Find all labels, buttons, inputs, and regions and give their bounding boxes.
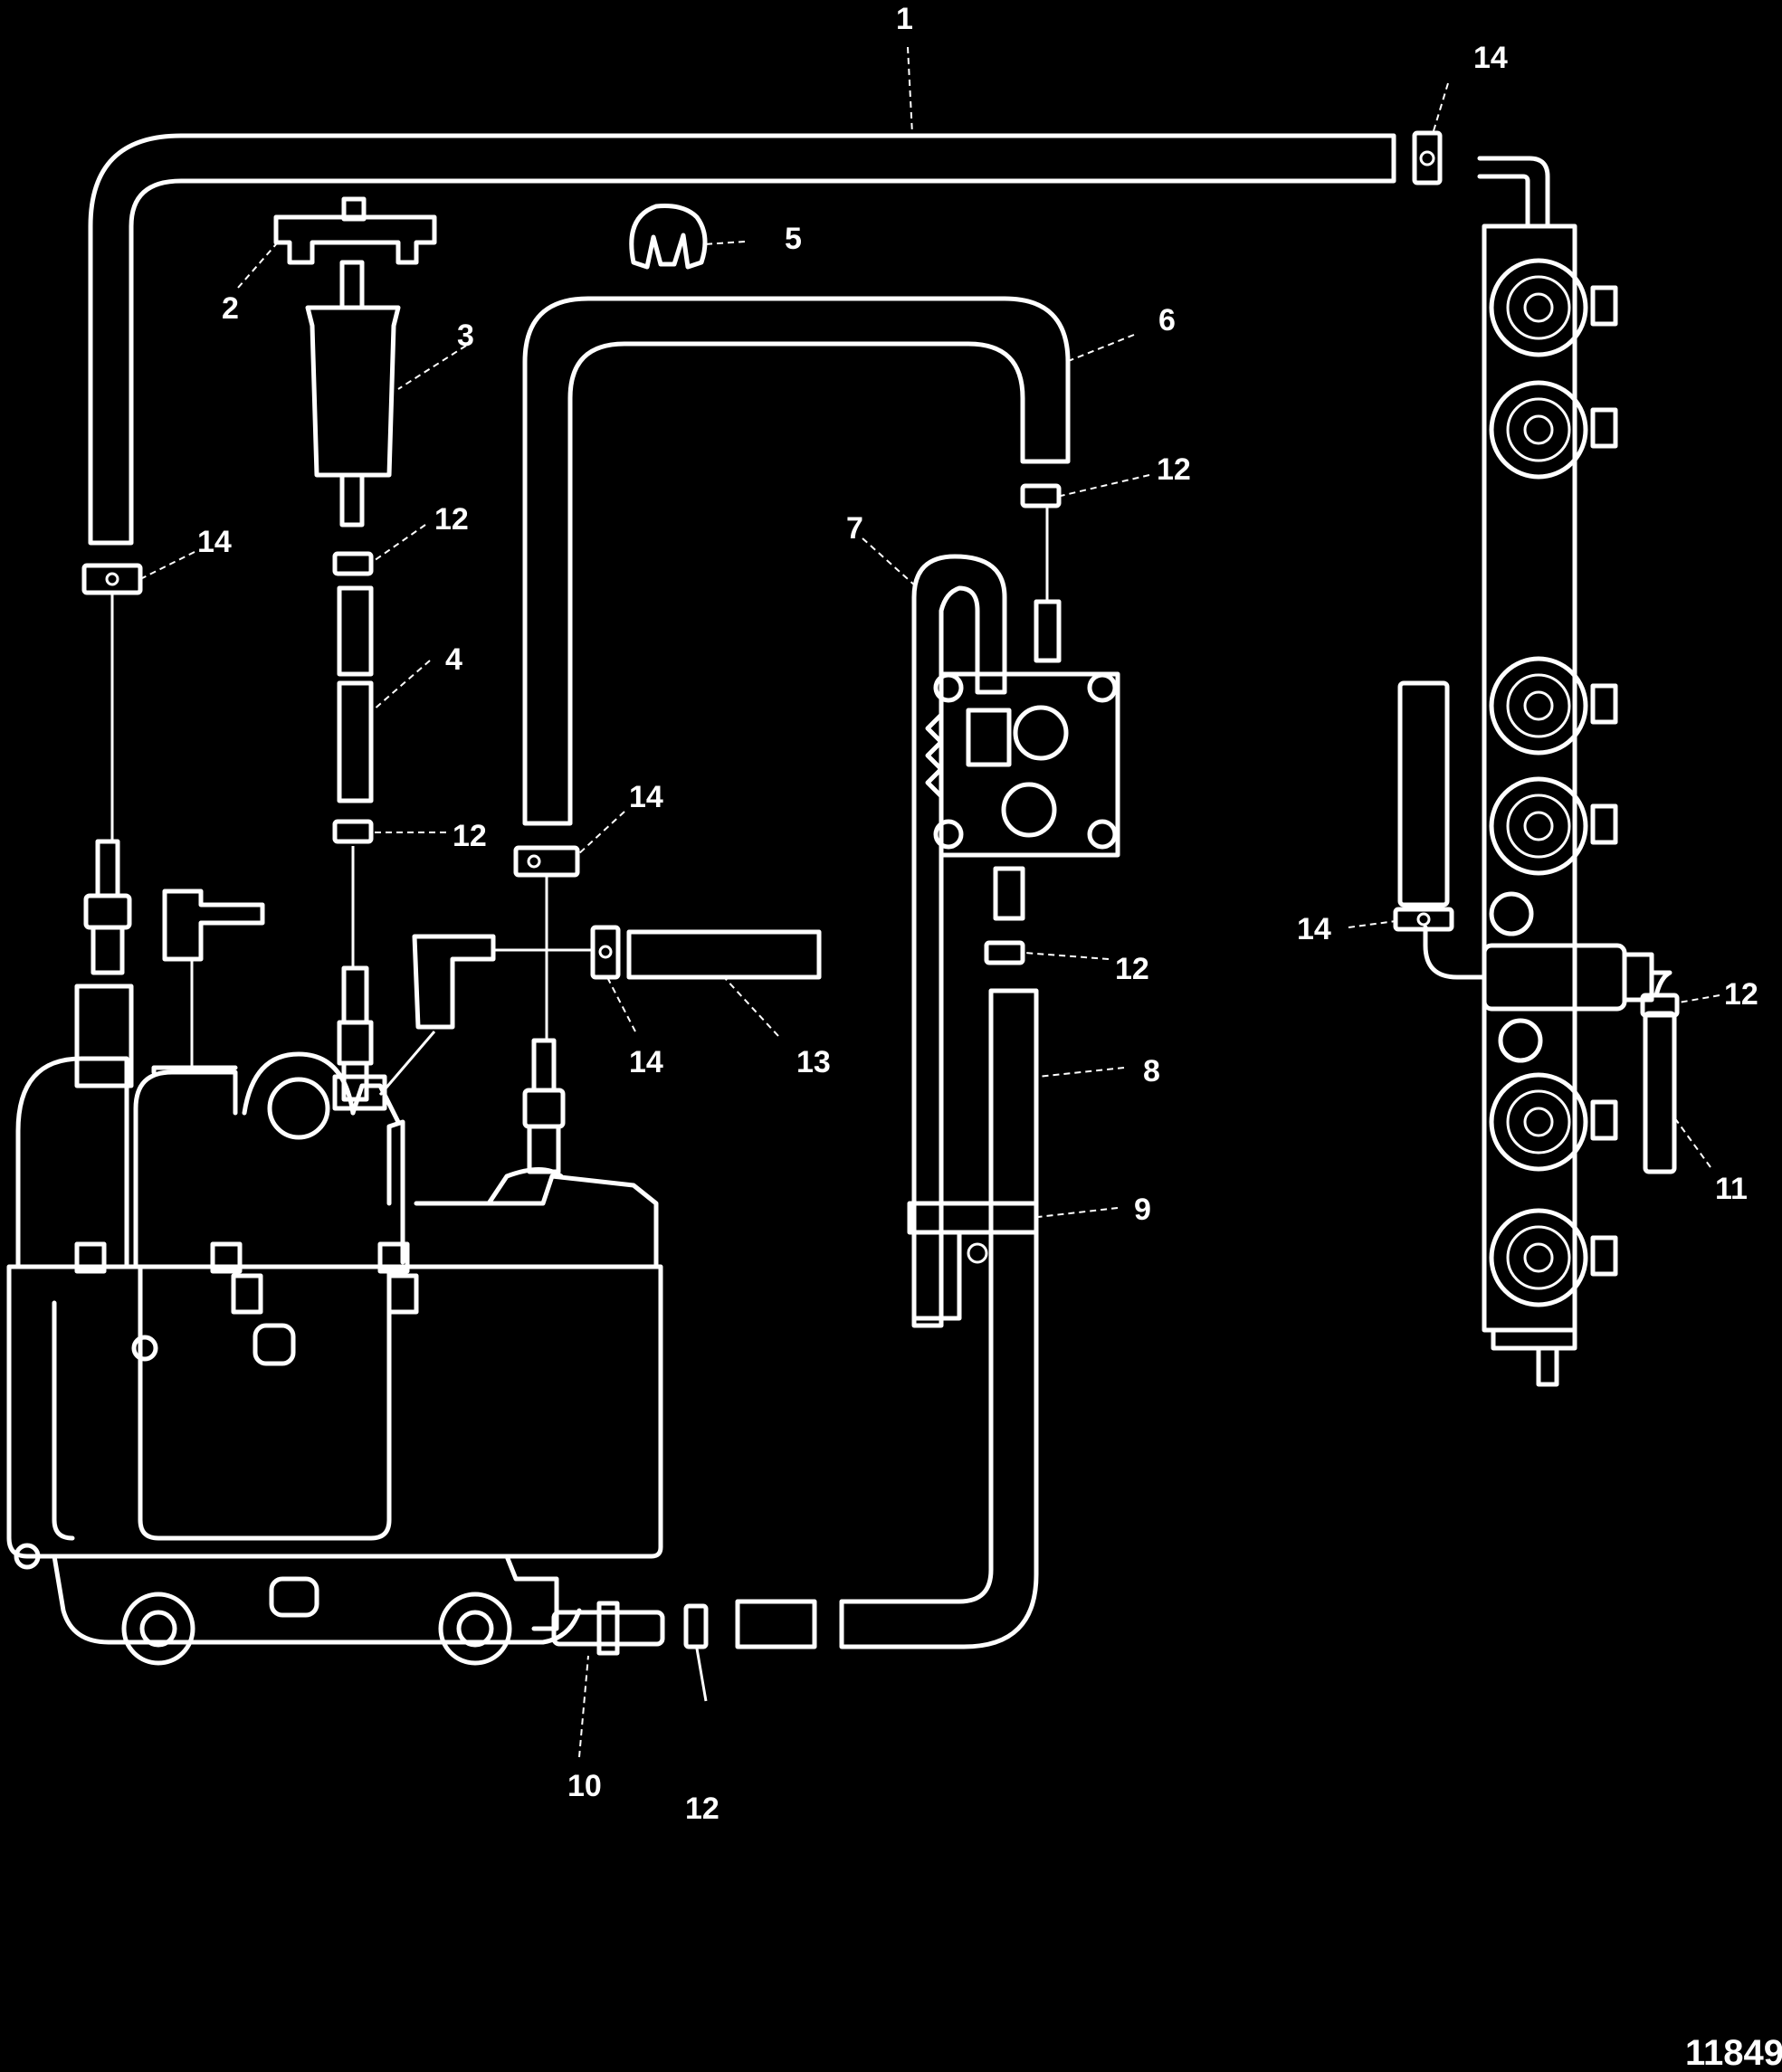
callout-12-pump-bottom: 12 — [1115, 952, 1149, 986]
part-11-hose — [1643, 1011, 1677, 1174]
part-14-clamp-left — [81, 563, 143, 595]
callout-3: 3 — [457, 318, 474, 353]
part-12-fitting-pump-bottom — [984, 940, 1025, 965]
callout-12-regulator: 12 — [1724, 977, 1758, 1012]
part-14-clamp-top — [1412, 130, 1443, 185]
fuel-pump — [925, 599, 1120, 921]
callout-13: 13 — [796, 1045, 831, 1079]
part-7-hose — [911, 554, 1007, 1328]
callout-8: 8 — [1143, 1054, 1160, 1088]
part-5-clip — [629, 204, 708, 270]
tank-inlet-fitting-right — [522, 1038, 566, 1174]
callout-4: 4 — [445, 642, 462, 677]
figure-id: 11849 — [1685, 2033, 1782, 2072]
callout-14-top: 14 — [1473, 41, 1508, 75]
callout-9: 9 — [1134, 1193, 1151, 1227]
callout-14-hose13: 14 — [629, 1045, 663, 1079]
tank-outlet-fitting-filter — [337, 965, 374, 1102]
connection-lines — [110, 507, 1049, 1702]
leader-lines — [139, 46, 1720, 1758]
part-9-bracket — [907, 1201, 1039, 1321]
callout-6: 6 — [1158, 303, 1176, 337]
part-4-hose-lower — [337, 680, 374, 803]
callout-12-filter-top: 12 — [434, 502, 469, 537]
part-4-hose-upper — [337, 585, 374, 677]
callout-5: 5 — [785, 222, 802, 256]
vapor-separator-tank — [6, 984, 663, 1666]
callout-7: 7 — [846, 511, 863, 546]
part-12-fitting-regulator — [1640, 993, 1680, 1018]
elbow-fitting-hose13 — [412, 934, 496, 1030]
injector-1 — [1489, 258, 1618, 357]
part-12-fitting-filter-bottom — [332, 819, 374, 844]
elbow-fitting-tank — [162, 889, 265, 962]
injector-4 — [1489, 776, 1618, 876]
rail-return-hose — [1397, 680, 1450, 908]
callout-labels: 1 14 2 3 5 6 12 12 14 7 4 12 14 14 12 12… — [197, 2, 1758, 1826]
part-1-fuel-hose — [88, 133, 1396, 546]
part-14-clamp-rail — [1393, 907, 1454, 932]
injector-2 — [1489, 380, 1618, 480]
tank-inlet-fitting-left — [83, 839, 132, 975]
callout-2: 2 — [222, 291, 239, 326]
part-13-hose — [626, 929, 822, 980]
injector-6 — [1489, 1208, 1618, 1307]
callout-12-pump-top: 12 — [1157, 452, 1191, 487]
part-12-fitting-bottom — [683, 1603, 709, 1649]
part-12-fitting-pump-top — [1020, 483, 1062, 508]
part-3-fuel-filter — [305, 260, 401, 528]
callout-14-hose6: 14 — [629, 780, 663, 814]
part-8-hose — [839, 988, 1039, 1649]
callout-14-rail: 14 — [1297, 912, 1331, 946]
part-2-bracket — [273, 196, 437, 265]
fuel-rail-assembly — [1423, 156, 1672, 1387]
part-14-clamp-hose6 — [513, 845, 580, 878]
callout-12-filter-bottom: 12 — [453, 819, 487, 853]
part-14-clamp-hose13 — [590, 925, 621, 980]
part-12-fitting-filter-top — [332, 551, 374, 576]
hose-segment — [735, 1599, 817, 1649]
pressure-regulator — [1423, 891, 1672, 1063]
callout-14-left: 14 — [197, 525, 232, 559]
part-6-hose — [522, 296, 1071, 826]
callout-11: 11 — [1715, 1172, 1748, 1206]
callout-1: 1 — [896, 2, 913, 36]
callout-10: 10 — [567, 1769, 602, 1803]
callout-12-bottom: 12 — [685, 1792, 719, 1826]
injector-5 — [1489, 1072, 1618, 1172]
injector-3 — [1489, 656, 1618, 756]
